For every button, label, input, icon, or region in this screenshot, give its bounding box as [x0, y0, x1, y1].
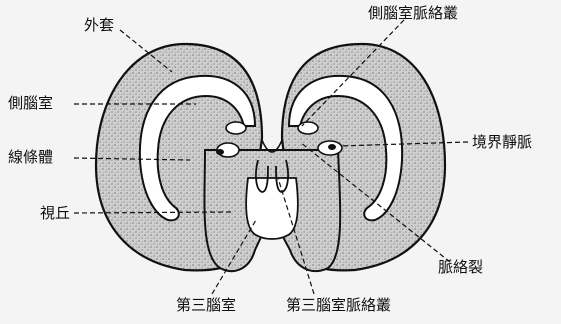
label-lateral-ventricle: 側腦室 [8, 96, 53, 111]
label-boundary-vein: 境界靜脈 [472, 135, 532, 150]
label-third-ventricle: 第三腦室 [176, 298, 236, 313]
label-thalamus: 視丘 [40, 206, 70, 221]
label-choroid-fissure: 脈絡裂 [438, 260, 483, 275]
label-striatum: 線條體 [8, 150, 53, 165]
third-ventricle [246, 178, 298, 239]
label-lateral-choroid-plexus: 側腦室脈絡叢 [368, 6, 458, 21]
label-third-ventricle-choroid-plexus: 第三腦室脈絡叢 [286, 298, 391, 313]
label-mantle: 外套 [84, 18, 114, 33]
